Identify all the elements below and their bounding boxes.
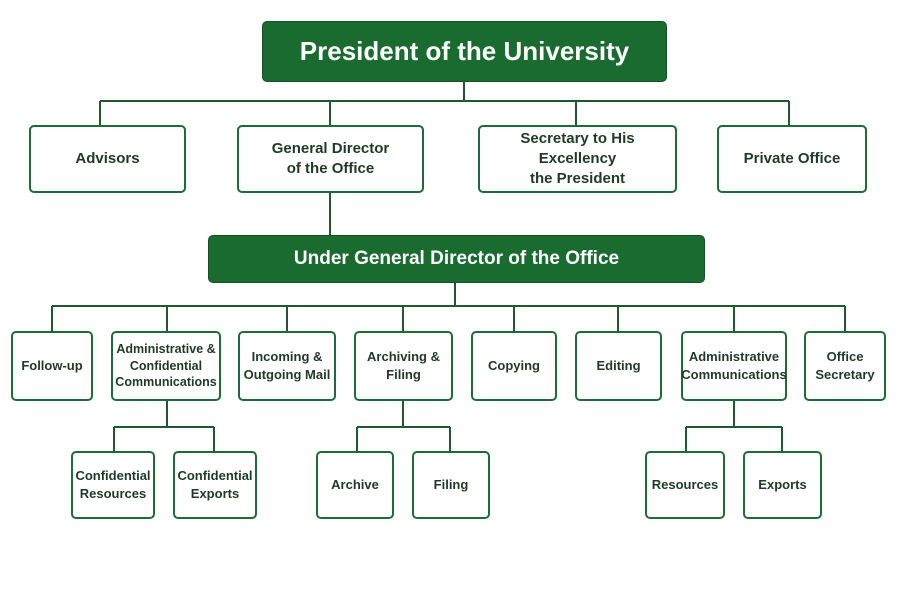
secretary-label: Secretary to His Excellency the Presiden… [520,129,635,188]
unit-admin-confidential-box: Administrative & Confidential Communicat… [111,331,221,401]
private-office-box: Private Office [717,125,867,193]
unit-incoming-outgoing-label: Incoming & Outgoing Mail [243,349,331,382]
unit-copying-label: Copying [488,358,540,374]
unit-editing-label: Editing [596,358,641,374]
subunit-confidential-resources-label: Confidential Resources [75,468,151,501]
subunit-exports-label: Exports [758,477,807,493]
president-box: President of the University [262,21,667,82]
unit-follow-up-box: Follow-up [11,331,93,401]
unit-office-secretary-box: Office Secretary [804,331,886,401]
subunit-confidential-resources-box: Confidential Resources [71,451,155,519]
unit-admin-confidential-label: Administrative & Confidential Communicat… [115,341,217,390]
subunit-resources-box: Resources [645,451,725,519]
unit-incoming-outgoing-box: Incoming & Outgoing Mail [238,331,336,401]
unit-archiving-filing-box: Archiving & Filing [354,331,453,401]
under-general-director-label: Under General Director of the Office [293,248,620,270]
unit-editing-box: Editing [575,331,662,401]
unit-admin-communications-box: Administrative Communications [681,331,787,401]
advisors-box: Advisors [29,125,186,193]
unit-admin-communications-label: Administrative Communications [681,349,787,382]
private-office-label: Private Office [743,149,841,167]
general-director-label: General Director of the Office [271,139,390,177]
unit-archiving-filing-label: Archiving & Filing [367,349,440,382]
subunit-filing-label: Filing [433,477,469,493]
advisors-label: Advisors [75,149,140,167]
general-director-box: General Director of the Office [237,125,424,193]
unit-office-secretary-label: Office Secretary [815,349,875,382]
subunit-archive-label: Archive [331,477,379,493]
subunit-resources-label: Resources [651,477,719,493]
president-label: President of the University [299,35,630,66]
under-general-director-box: Under General Director of the Office [208,235,705,283]
unit-copying-box: Copying [471,331,557,401]
subunit-archive-box: Archive [316,451,394,519]
unit-follow-up-label: Follow-up [21,358,83,374]
subunit-exports-box: Exports [743,451,822,519]
subunit-confidential-exports-box: Confidential Exports [173,451,257,519]
subunit-filing-box: Filing [412,451,490,519]
subunit-confidential-exports-label: Confidential Exports [177,468,253,501]
secretary-box: Secretary to His Excellency the Presiden… [478,125,677,193]
